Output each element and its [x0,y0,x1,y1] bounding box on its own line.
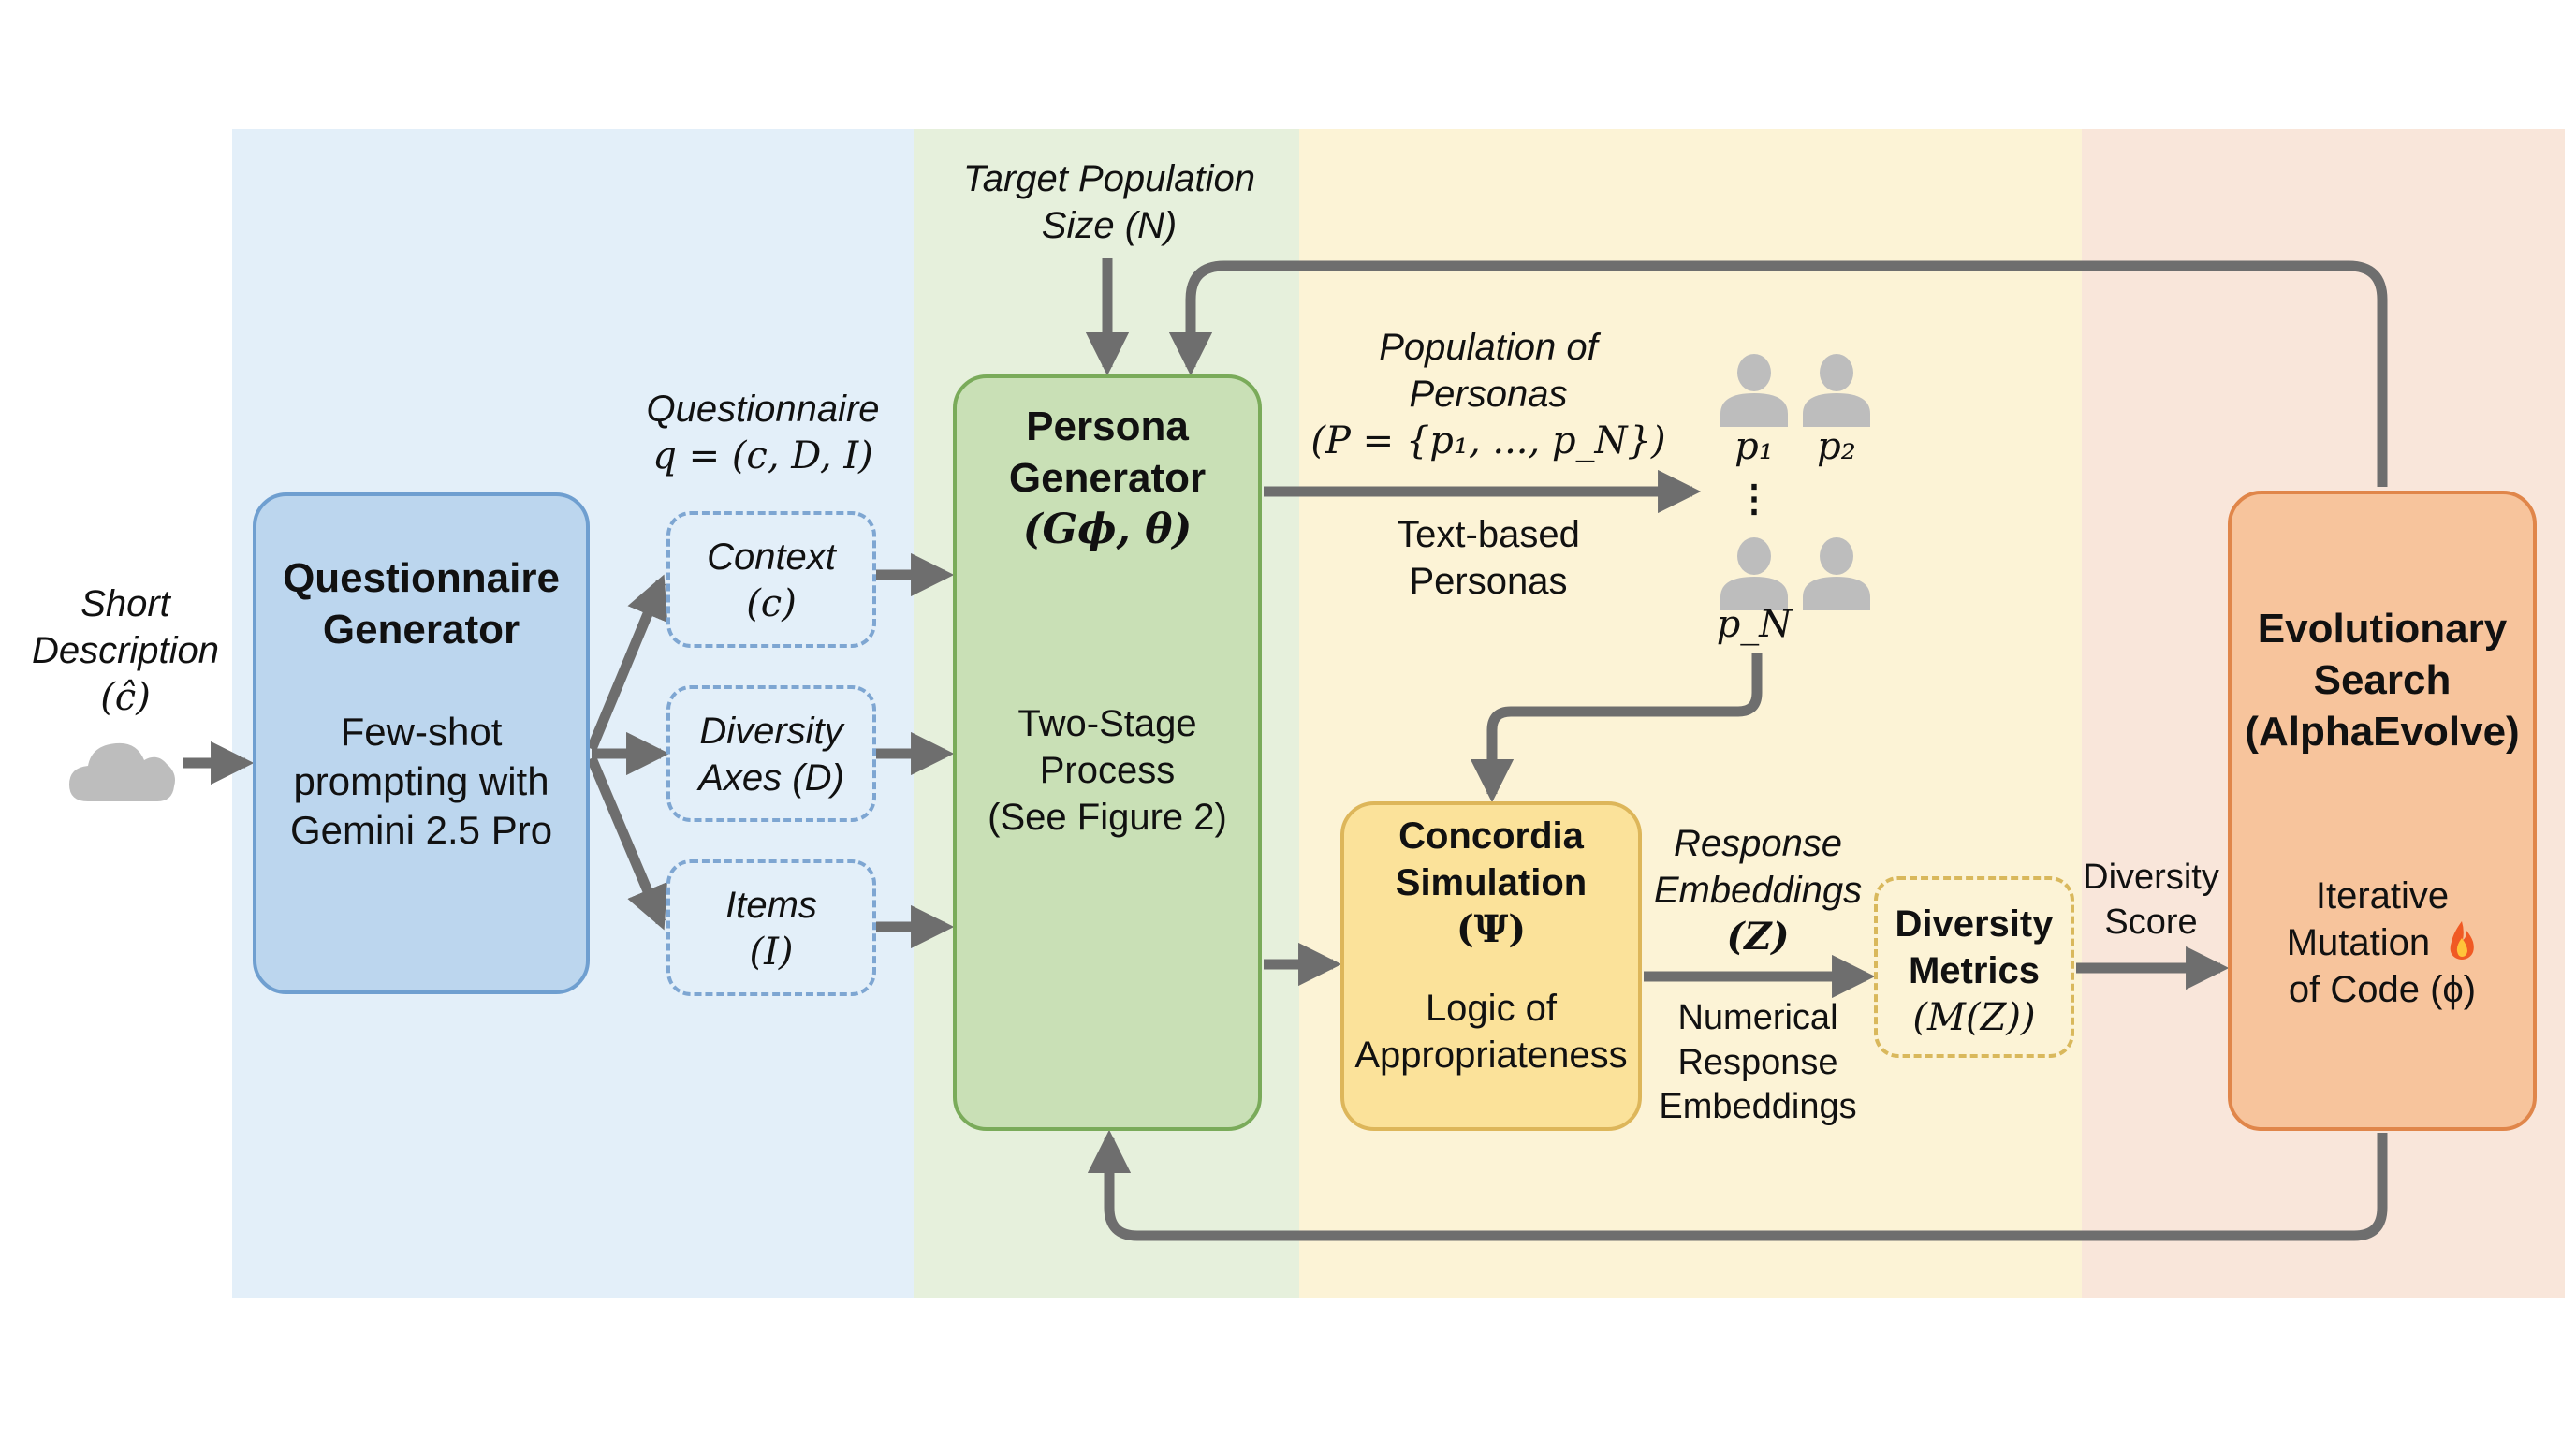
qg-title-line1: Questionnaire [283,555,560,601]
diversity-metrics-box: Diversity Metrics (M(Z)) [1874,876,2074,1058]
context-component: Context (c) [666,511,876,648]
pg-title-math: (Gϕ, θ) [1022,506,1193,553]
diversity-axes-component: Diversity Axes (D) [666,685,876,822]
es-desc-line1: Iterative [2315,875,2450,917]
diversity-axes-symbol: Axes (D) [698,757,844,799]
questionnaire-label: Questionnaire q = (c, D, I) [618,386,908,479]
items-symbol: (I) [749,931,794,974]
context-symbol: (c) [746,582,797,625]
pg-desc-line3: (See Figure 2) [988,797,1227,838]
es-desc-line3: of Code (ϕ) [2288,969,2477,1010]
qg-desc-line1: Few-shot [340,710,503,754]
input-label-line2: Description [31,630,220,671]
pg-title-line2: Generator [1008,455,1207,501]
embeddings-label-math: (Z) [1726,915,1790,959]
diversity-axes-label: Diversity [699,711,843,752]
cs-title-math: (Ψ) [1456,907,1527,951]
input-label: Short Description (ĉ) [0,580,251,721]
dm-title-math: (M(Z)) [1912,996,2036,1039]
embeddings-label-line2: Embeddings [1653,870,1863,911]
dm-title-line2: Metrics [1908,950,2041,991]
persona-ellipsis: ⋮ [1735,478,1773,520]
es-title-line1: Evolutionary [2257,606,2508,652]
qg-title-line2: Generator [322,607,520,653]
diversity-score-line2: Score [2104,902,2198,942]
cs-title-line2: Simulation [1395,862,1588,903]
es-title-line2: Search [2313,657,2452,703]
es-title-line3: (AlphaEvolve) [2245,709,2520,755]
questionnaire-formula: q = (c, D, I) [652,434,873,477]
population-label-line1: Population of [1379,327,1598,368]
person-icon [1720,354,1788,427]
diversity-score-line1: Diversity [2083,858,2219,897]
numerical-line2: Response [1677,1042,1838,1082]
diversity-score-label: Diversity Score [2072,856,2230,945]
arrow-es-to-pg-bottom [1087,1129,2388,1241]
dm-title-line1: Diversity [1895,903,2054,945]
persona-generator-box: Persona Generator (Gϕ, θ) Two-Stage Proc… [953,374,1262,1131]
person-icon [1720,537,1788,610]
questionnaire-generator-box: Questionnaire Generator Few-shot prompti… [253,492,590,994]
concordia-simulation-box: Concordia Simulation (Ψ) Logic of Approp… [1340,801,1642,1131]
arrow-population-to-cs [1470,653,1763,803]
pg-desc-line1: Two-Stage [1017,703,1197,744]
population-label: Population of Personas (P = {p₁, ..., p_… [1301,324,1676,464]
response-embeddings-label: Response Embeddings (Z) [1646,820,1870,961]
cloud-icon [69,742,175,801]
items-component: Items (I) [666,859,876,996]
target-population-label: Target Population Size (N) [927,155,1292,249]
persona-label-pn: p_N [1716,603,1793,646]
cs-title-line1: Concordia [1398,815,1584,857]
es-desc-line2: Mutation [2286,922,2431,963]
qg-desc-line3: Gemini 2.5 Pro [289,808,553,852]
numerical-embeddings-label: Numerical Response Embeddings [1646,996,1870,1130]
persona-label-p1: p₁ [1734,425,1774,468]
cs-desc-line1: Logic of [1425,988,1558,1029]
input-label-line1: Short [80,583,170,624]
flame-icon [2450,921,2475,960]
pg-title-line1: Persona [1026,404,1189,449]
context-label: Context [707,536,836,578]
arrow-qg-to-context [586,574,668,752]
person-icon [1803,354,1870,427]
arrow-es-to-pg-top [1168,260,2388,487]
person-icon [1803,537,1870,610]
arrow-qg-to-items [586,756,667,931]
cs-desc-line2: Appropriateness [1354,1034,1628,1076]
target-population-line1: Target Population [962,158,1256,199]
persona-label-p2: p₂ [1817,425,1856,468]
numerical-line1: Numerical [1677,998,1838,1037]
population-label-line2: Personas [1409,374,1568,415]
target-population-line2: Size (N) [1041,205,1178,246]
embeddings-label-line1: Response [1673,823,1843,864]
evolutionary-search-box: Evolutionary Search (AlphaEvolve) Iterat… [2228,491,2537,1131]
numerical-line3: Embeddings [1659,1087,1857,1126]
qg-desc-line2: prompting with [293,758,549,803]
questionnaire-label-text: Questionnaire [646,389,880,430]
text-based-line1: Text-based [1397,514,1580,555]
population-label-math: (P = {p₁, ..., p_N}) [1310,419,1666,462]
items-label: Items [725,885,817,926]
pg-desc-line2: Process [1039,750,1176,791]
text-based-personas-label: Text-based Personas [1320,511,1657,605]
text-based-line2: Personas [1409,561,1568,602]
input-label-math: (ĉ) [100,676,151,719]
